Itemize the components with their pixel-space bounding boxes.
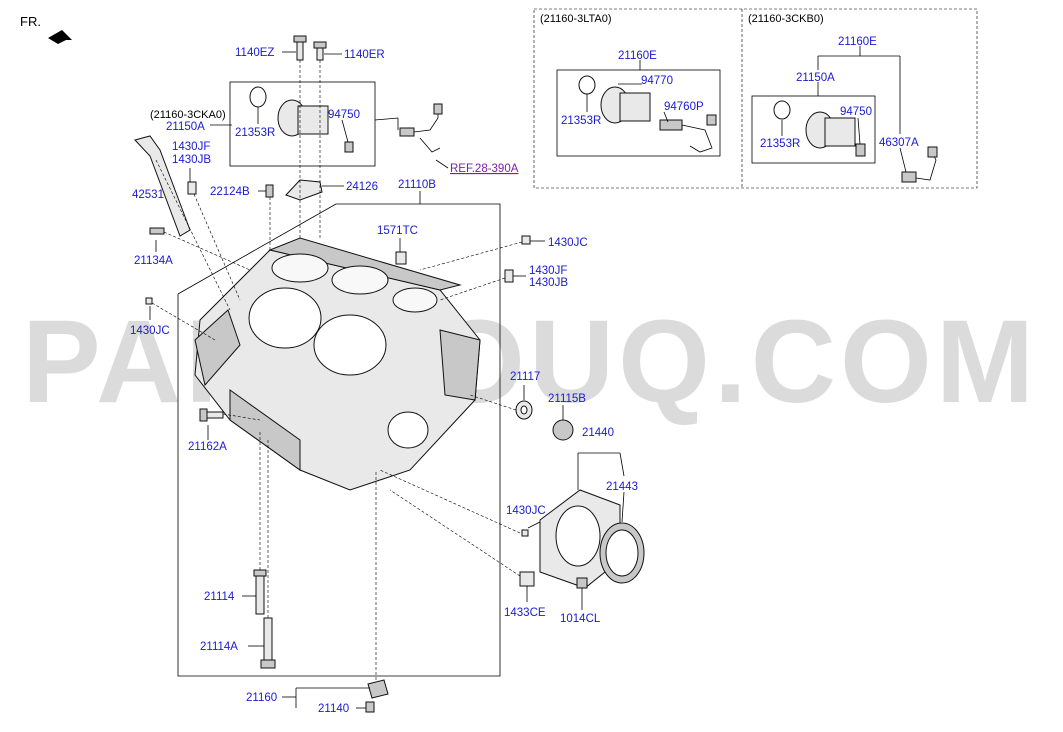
reference-link[interactable]: REF.28-390A — [450, 163, 519, 175]
pin-21134A — [149, 227, 165, 235]
sensor-group-box-2 — [556, 69, 721, 157]
bolt-1140ER — [313, 41, 327, 61]
sensor-wire-ref — [399, 103, 443, 153]
label-24126[interactable]: 24126 — [346, 181, 378, 193]
dowel-1430JF — [187, 181, 197, 195]
label-1571TC[interactable]: 1571TC — [377, 225, 418, 237]
label-22124B[interactable]: 22124B — [210, 186, 250, 198]
plug-21140 — [365, 701, 375, 713]
label-1014CL[interactable]: 1014CL — [560, 613, 601, 625]
label-21443[interactable]: 21443 — [606, 481, 638, 493]
sensor-group-box-1 — [229, 81, 376, 167]
bracket-42531 — [134, 135, 191, 237]
front-arrow-icon — [48, 30, 72, 44]
label-1430JC-a[interactable]: 1430JC — [548, 237, 588, 249]
plug-1430JC-left — [145, 297, 153, 305]
variant-box-right — [533, 8, 978, 189]
label-1430JB-a[interactable]: 1430JB — [172, 154, 211, 166]
label-21353R-b[interactable]: 21353R — [561, 115, 601, 127]
label-1430JF-b[interactable]: 1430JF — [529, 265, 567, 277]
dowel-1571TC — [395, 251, 407, 265]
bolt-21162A — [199, 408, 224, 422]
dowel-1433CE — [519, 571, 535, 587]
variant-code-2: (21160-3LTA0) — [540, 13, 612, 25]
label-21140[interactable]: 21140 — [318, 703, 349, 715]
label-1140EZ[interactable]: 1140EZ — [235, 47, 274, 59]
sensor-group-box-3 — [751, 95, 876, 164]
label-21134A[interactable]: 21134A — [134, 255, 173, 267]
label-21160E-c[interactable]: 21160E — [838, 36, 877, 48]
label-1430JF-a[interactable]: 1430JF — [172, 141, 210, 153]
label-21117[interactable]: 21117 — [510, 371, 540, 383]
label-1430JC-c[interactable]: 1430JC — [506, 505, 546, 517]
sensor-assembly-2 — [578, 75, 717, 153]
bracket-24126 — [285, 179, 323, 201]
label-21162A[interactable]: 21162A — [188, 441, 227, 453]
orientation-label: FR. — [20, 14, 41, 29]
cylinder-block-frame — [177, 203, 501, 677]
label-42531[interactable]: 42531 — [132, 189, 164, 201]
label-94750-a[interactable]: 94750 — [328, 109, 360, 121]
label-94750-c[interactable]: 94750 — [840, 106, 872, 118]
label-1140ER[interactable]: 1140ER — [344, 49, 385, 61]
sensor-assembly-1 — [249, 86, 354, 153]
cylinder-block-illustration — [194, 237, 481, 491]
variant-code-1: (21160-3CKA0) — [150, 109, 226, 121]
plug-22124B — [265, 184, 274, 198]
label-1430JC-b[interactable]: 1430JC — [130, 325, 170, 337]
part-labels: 1140EZ 1140ER 21150A 21353R 94750 1430JF… — [130, 36, 919, 715]
label-21160E-b[interactable]: 21160E — [618, 50, 657, 62]
label-21160[interactable]: 21160 — [246, 692, 277, 704]
label-1430JB-b[interactable]: 1430JB — [529, 277, 568, 289]
label-21440[interactable]: 21440 — [582, 427, 614, 439]
label-21150A-c[interactable]: 21150A — [796, 72, 835, 84]
plug-21115B — [552, 419, 574, 441]
label-94770[interactable]: 94770 — [641, 75, 673, 87]
label-21115B[interactable]: 21115B — [548, 393, 586, 405]
label-21114[interactable]: 21114 — [204, 591, 235, 603]
label-1433CE[interactable]: 1433CE — [504, 607, 546, 619]
plug-1430JC-low — [521, 529, 529, 537]
leader-lines — [149, 46, 907, 709]
oil-seal-21443 — [599, 522, 645, 584]
dowel-1430JF-right — [504, 269, 514, 283]
bolt-1140EZ — [293, 35, 307, 61]
label-21353R-c[interactable]: 21353R — [760, 138, 800, 150]
variant-code-3: (21160-3CKB0) — [748, 13, 824, 25]
label-21150A-a[interactable]: 21150A — [166, 121, 205, 133]
plug-21160 — [367, 679, 389, 699]
label-21114A[interactable]: 21114A — [200, 641, 238, 653]
bolt-21114 — [253, 569, 267, 615]
label-21353R-a[interactable]: 21353R — [235, 127, 275, 139]
label-21110B[interactable]: 21110B — [398, 179, 436, 191]
label-46307A[interactable]: 46307A — [879, 137, 919, 149]
bolt-1014CL — [576, 577, 588, 589]
oil-seal-case-21440 — [539, 489, 621, 589]
sensor-assembly-3 — [773, 100, 938, 183]
washer-21117 — [515, 400, 533, 420]
bolt-21114A — [260, 617, 276, 669]
label-94760P[interactable]: 94760P — [664, 101, 704, 113]
plug-1430JC-top — [521, 235, 531, 245]
